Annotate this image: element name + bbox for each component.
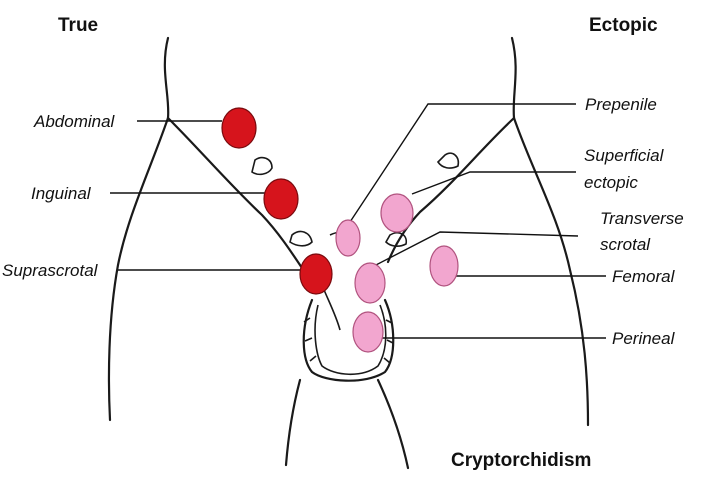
inguinal-label: Inguinal (31, 184, 92, 203)
transverse-scrotal-testis (354, 262, 386, 304)
ectopic-label: ectopic (584, 173, 638, 192)
scrotal-label: scrotal (600, 235, 651, 254)
ectopic-leader-lines (349, 103, 606, 339)
transverse-scrotal-leader (373, 231, 579, 267)
superficial-label: Superficial (584, 146, 665, 165)
true-leader-lines (110, 120, 300, 271)
superficial-ectopic-testis (380, 193, 414, 233)
perineal-testis (352, 311, 384, 353)
femoral-label: Femoral (612, 267, 676, 286)
ectopic-header: Ectopic (589, 15, 658, 36)
true-header: True (58, 15, 98, 36)
superficial-ectopic-leader (411, 171, 576, 195)
abdominal-testis (221, 107, 257, 149)
cryptorchidism-title: Cryptorchidism (451, 450, 591, 471)
abdominal-label: Abdominal (33, 112, 116, 131)
suprascrotal-testis (299, 253, 333, 295)
prepenile-label: Prepenile (585, 95, 657, 114)
prepenile-testis (335, 219, 361, 257)
transverse-label: Transverse (600, 209, 684, 228)
scrotum-outline (302, 298, 395, 382)
prepenile-leader (349, 103, 576, 223)
suprascrotal-label: Suprascrotal (2, 261, 99, 280)
perineal-label: Perineal (612, 329, 676, 348)
inguinal-testis (263, 178, 299, 220)
femoral-testis (429, 245, 459, 287)
